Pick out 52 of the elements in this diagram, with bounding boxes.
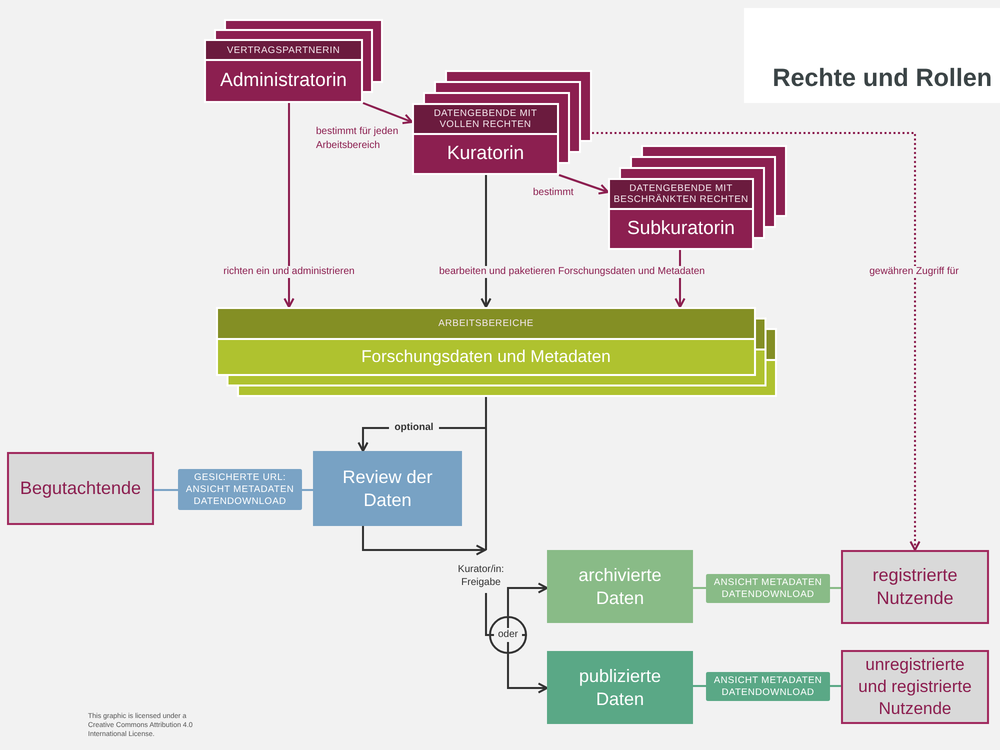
access-tag (178, 469, 302, 510)
tag-text: ANSICHT METADATEN DATENDOWNLOAD (712, 674, 824, 698)
data-box (547, 550, 693, 623)
arrow (362, 526, 486, 556)
card-title: Subkuratorin (627, 218, 735, 240)
role-box (841, 550, 989, 624)
connector-line (485, 397, 487, 550)
card-header: DATENGEBENDE MIT VOLLEN RECHTEN (414, 105, 557, 135)
role-box (7, 452, 154, 525)
arrow (284, 103, 294, 308)
connector-line (830, 685, 841, 687)
card-title: Forschungsdaten und Metadaten (361, 347, 611, 367)
box-label: archivierte Daten (577, 564, 663, 610)
box-label: publizierte Daten (578, 664, 662, 710)
card-stack (608, 145, 787, 250)
step-label: Kurator/in: Freigabe (450, 550, 512, 593)
connector-line (485, 593, 489, 636)
arrow (362, 102, 413, 124)
card-header: DATENGEBENDE MIT BESCHRÄNKTEN RECHTEN (610, 180, 752, 210)
access-tag (706, 574, 830, 603)
box-label: registrierte Nutzende (871, 564, 959, 610)
role-box (841, 650, 989, 724)
box-label: Begutachtende (20, 477, 142, 500)
title: Rechte und Rollen (772, 64, 992, 93)
box-label: Review der Daten (341, 466, 434, 512)
access-tag (706, 672, 830, 701)
card-header: ARBEITSBEREICHE (218, 309, 754, 340)
card-stack (216, 307, 777, 397)
card-stack (204, 19, 383, 103)
dotted-arrow (592, 132, 920, 551)
arrow (558, 174, 609, 194)
edge-label: bestimmt für jeden Arbeitsbereich (316, 125, 400, 153)
connector-line (154, 489, 178, 491)
tag-text: GESICHERTE URL: ANSICHT METADATEN DATENDOWNLOAD (184, 472, 296, 508)
card-title: Administratorin (220, 70, 347, 92)
tag-text: ANSICHT METADATEN DATENDOWNLOAD (712, 576, 824, 600)
arrow (480, 175, 492, 308)
card-header: VERTRAGSPARTNERIN (206, 41, 361, 61)
connector-line (693, 685, 706, 687)
edge-label: optional (389, 422, 439, 434)
connector-line (693, 587, 706, 589)
arrow (507, 654, 548, 694)
connector-line (302, 489, 313, 491)
arrow (507, 582, 548, 616)
data-box (547, 651, 693, 724)
junction-label: oder (498, 629, 518, 641)
box-label: unregistrierte und registrierte Nutzende (857, 654, 973, 720)
process-box (313, 451, 462, 526)
connector-line (830, 587, 841, 589)
card-stack (412, 70, 592, 175)
card-title: Kuratorin (446, 143, 524, 165)
junction-circle (489, 616, 527, 654)
